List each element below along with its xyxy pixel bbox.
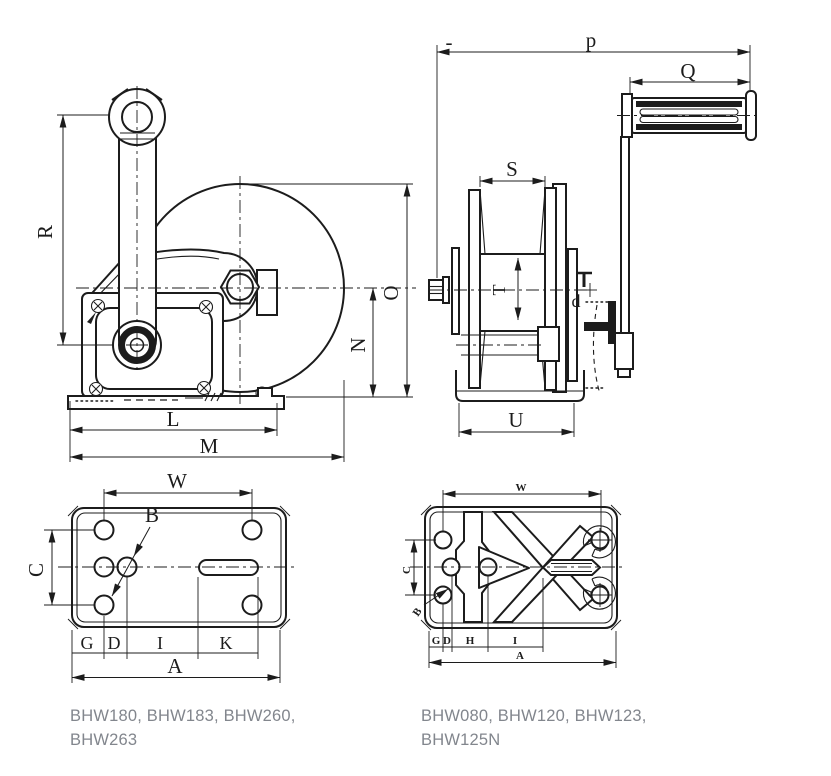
plate-b-inner	[429, 511, 613, 624]
dim-label-R: R	[33, 225, 57, 239]
front-view: T d p - Q S U	[428, 28, 761, 437]
dim-label-G: G	[81, 633, 94, 653]
dim-label-I2: I	[513, 635, 517, 647]
side-view: R O N L M	[33, 86, 416, 462]
dim-label-B2: B	[411, 605, 425, 618]
plate-a-slot	[198, 559, 259, 576]
dim-label-T: T	[489, 285, 509, 296]
dim-label-p: p	[586, 28, 597, 52]
crank-hub-front	[614, 332, 634, 370]
plate-a-holes	[93, 519, 263, 616]
dim-label-K: K	[220, 633, 233, 653]
dim-label-C: C	[24, 563, 48, 577]
dim-label-M: M	[200, 434, 219, 458]
side-centerlines	[76, 86, 416, 404]
dim-label-H2: H	[466, 635, 475, 647]
base-plate-view-b: W C B G D H I A	[401, 482, 622, 668]
pawl-tab	[256, 269, 278, 316]
plate-b-corner-ticks	[420, 504, 622, 631]
dim-label-dash: -	[446, 30, 453, 54]
plate-a-inner	[76, 512, 282, 623]
grip-handle	[617, 90, 761, 141]
plate-a-outline	[71, 507, 287, 628]
dim-label-G2: G	[432, 635, 441, 647]
dim-label-C2: C	[401, 566, 413, 574]
dim-label-W2: W	[516, 482, 527, 494]
hub-spacer	[608, 301, 616, 344]
cable-drum	[468, 187, 557, 391]
dim-label-A2: A	[516, 650, 524, 662]
base-plate-view-a: W B C G D I K A	[24, 469, 296, 683]
frame-plate-rear	[567, 248, 578, 382]
cable-pin	[577, 271, 609, 303]
dim-label-B: B	[145, 503, 159, 527]
front-base-bracket	[455, 370, 606, 402]
dim-label-A: A	[167, 654, 183, 678]
plate-b-rib-pattern	[455, 511, 616, 623]
plate-b-dimensions: W C B G D H I A	[401, 482, 617, 668]
model-list-left: BHW180, BHW183, BHW260, BHW263	[70, 707, 296, 749]
hub-cap	[617, 368, 631, 378]
base-markings	[75, 392, 222, 402]
base-plate	[67, 387, 285, 410]
ratchet-bolt	[428, 247, 460, 335]
dim-label-U: U	[508, 408, 523, 432]
hidden-edge	[592, 304, 601, 395]
tie-rod	[456, 326, 560, 362]
crank-shaft	[584, 322, 608, 331]
dim-label-D2: D	[443, 635, 451, 647]
dim-label-L: L	[167, 407, 180, 431]
dim-label-W: W	[167, 469, 187, 493]
dim-label-I: I	[157, 633, 163, 653]
dim-label-D: D	[108, 633, 121, 653]
dim-label-d: d	[572, 291, 581, 311]
dim-label-Q: Q	[680, 59, 695, 83]
side-dimensions: R O N L M	[33, 114, 413, 462]
dim-label-N: N	[346, 337, 370, 352]
plate-a-dimensions: W B C G D I K A	[24, 469, 281, 683]
plate-a-corner-ticks	[67, 505, 291, 630]
dim-label-O: O	[379, 285, 403, 300]
front-dimensions: T d p - Q S U	[436, 28, 751, 437]
dim-label-S: S	[506, 157, 518, 181]
model-list-right: BHW080, BHW120, BHW123, BHW125N	[421, 707, 647, 749]
